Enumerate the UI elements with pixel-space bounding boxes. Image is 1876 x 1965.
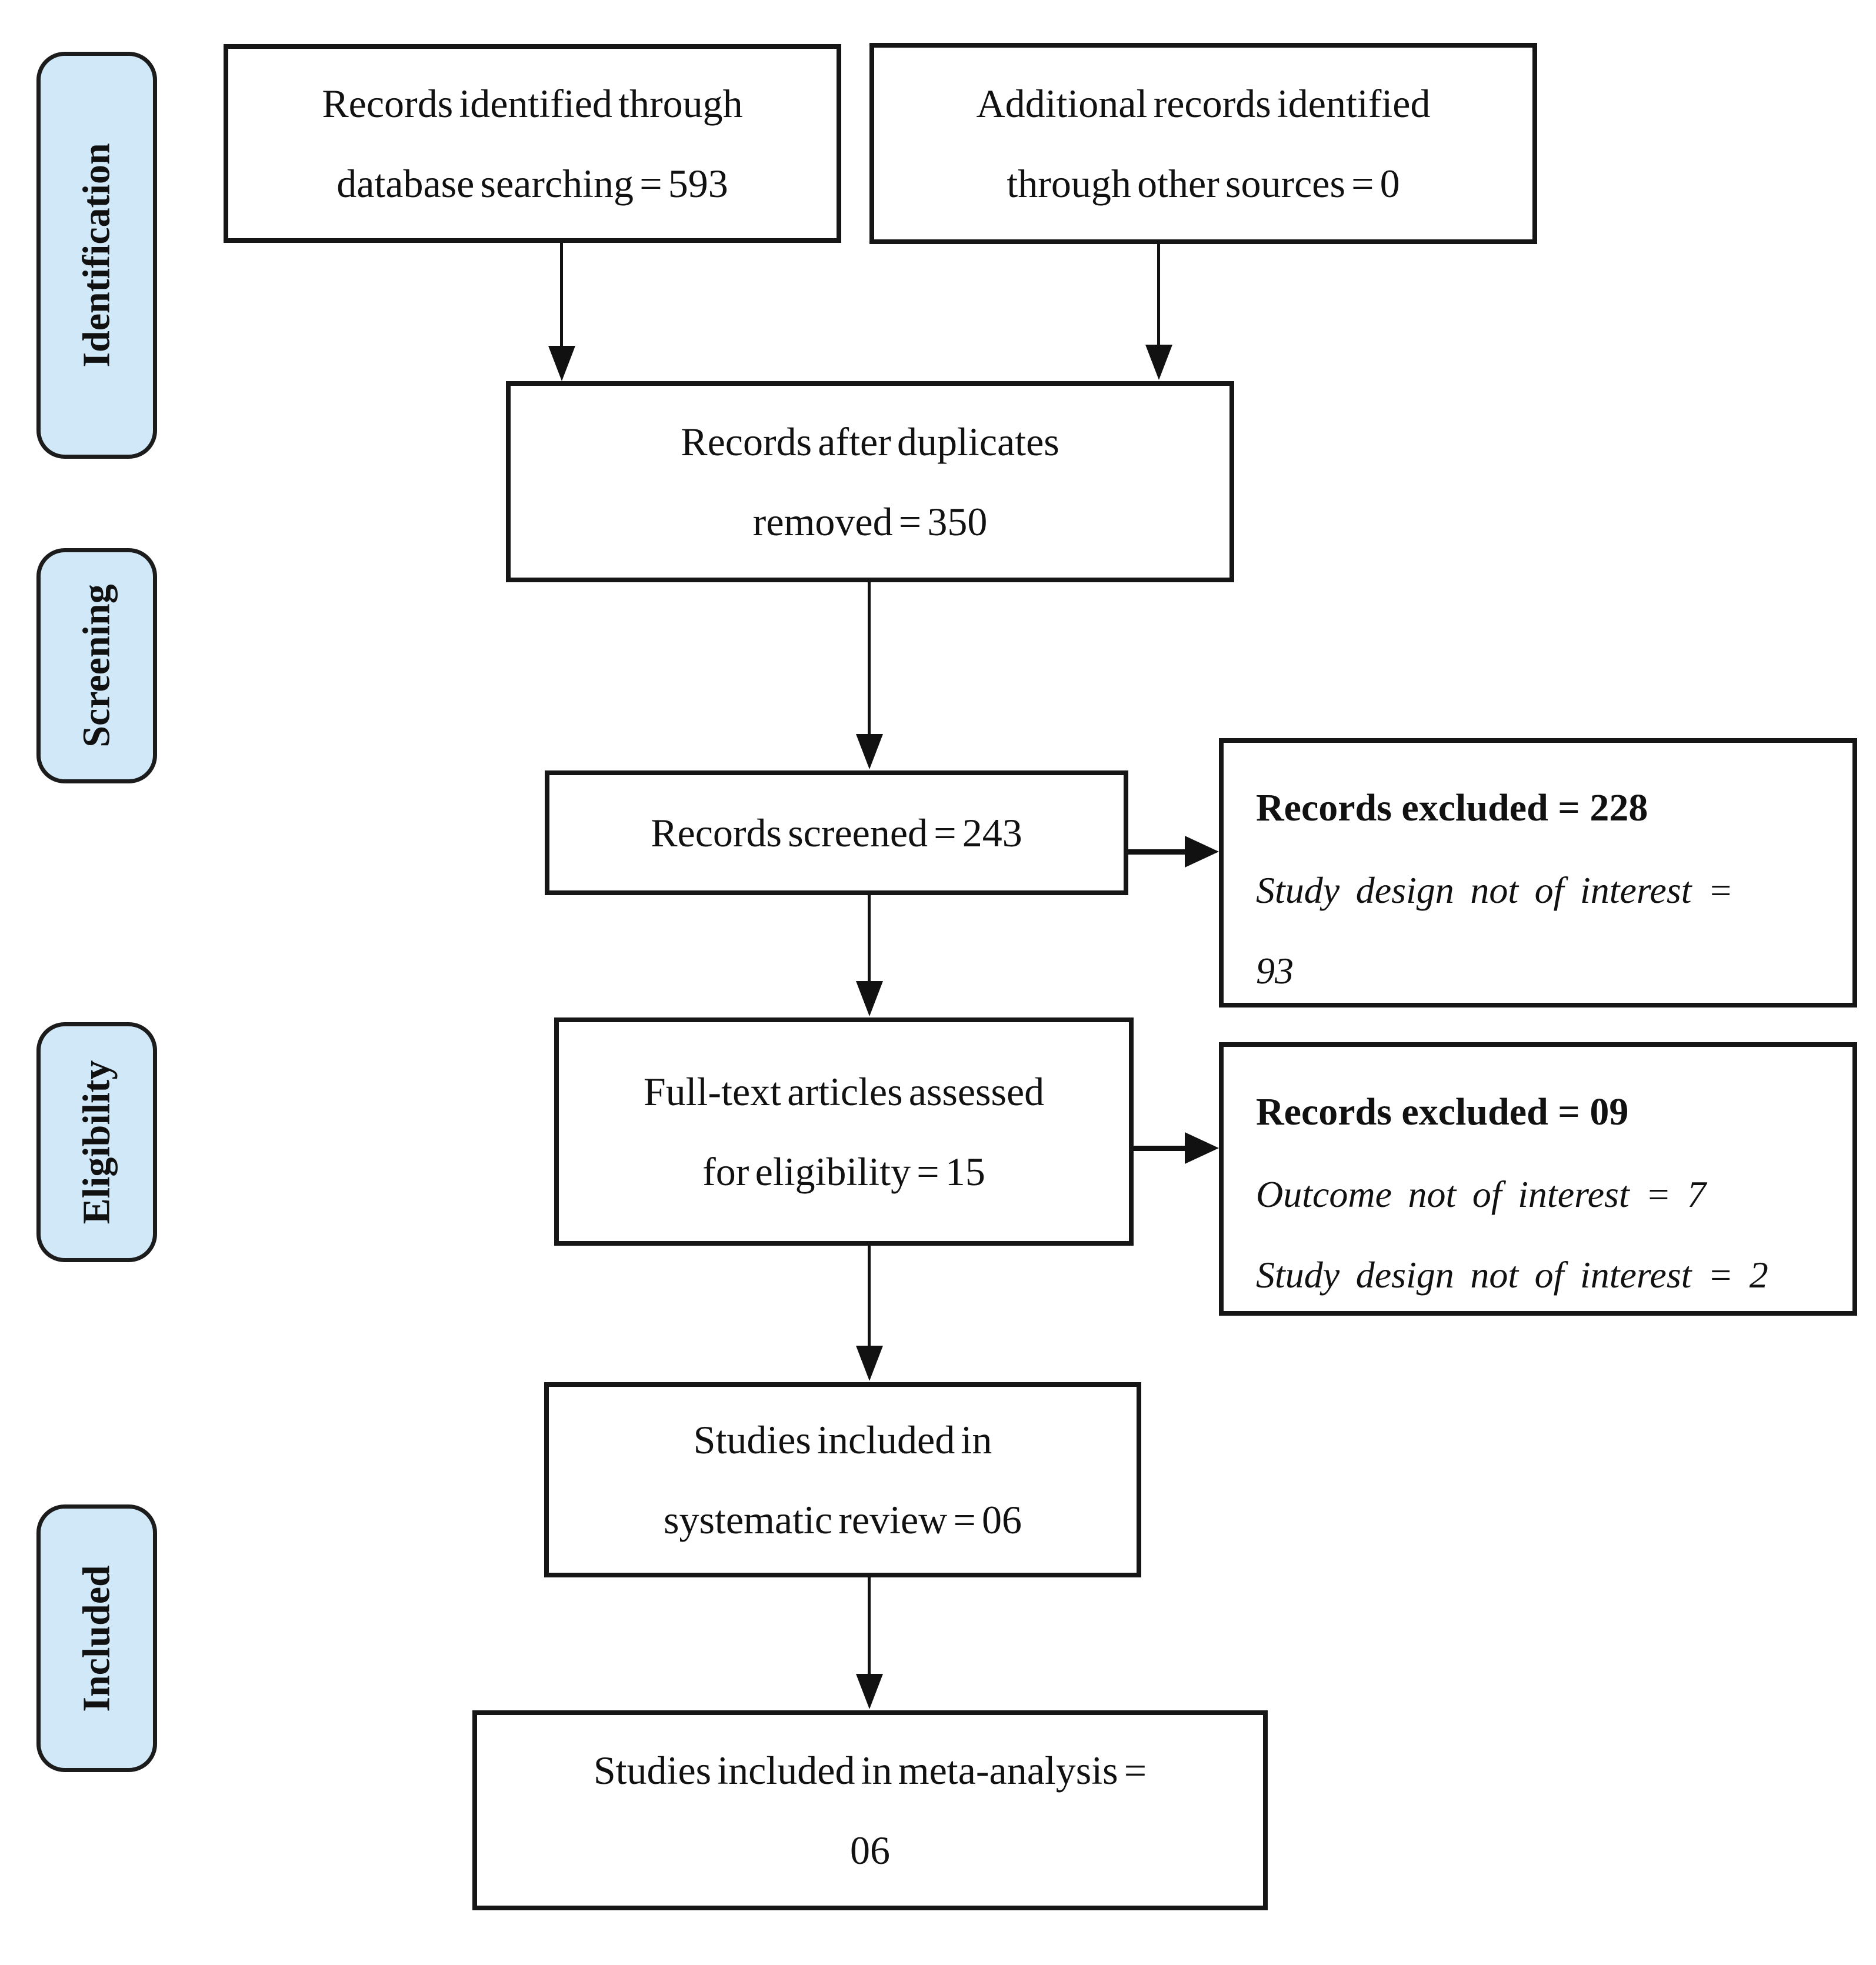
box-included-systematic-review-line2: systematic review = 06 — [664, 1497, 1022, 1542]
box-records-after-duplicates: Records after duplicates removed = 350 — [506, 381, 1234, 582]
arrow-othersources-to-duplicates-shaft — [1157, 244, 1160, 348]
stage-label-included-text: Included — [75, 1564, 118, 1712]
arrow-fulltext-to-excluded-shaft — [1134, 1146, 1188, 1151]
stage-label-screening: Screening — [36, 548, 157, 783]
arrow-screened-to-excluded-head — [1185, 836, 1219, 868]
box-additional-records-other-sources-line1: Additional records identified — [976, 81, 1431, 126]
box-records-screened-line1: Records screened = 243 — [651, 810, 1022, 855]
stage-label-screening-text: Screening — [75, 584, 118, 748]
box-records-identified-database-line2: database searching = 593 — [336, 161, 728, 206]
box-records-excluded-fulltext-reason-line1: Outcome not of interest = 7 — [1256, 1173, 1706, 1215]
box-fulltext-assessed-line2: for eligibility = 15 — [702, 1149, 985, 1194]
arrow-fulltext-to-systematic-shaft — [868, 1246, 871, 1348]
arrow-fulltext-to-excluded-head — [1185, 1132, 1219, 1164]
box-included-meta-analysis: Studies included in meta-analysis = 06 — [472, 1710, 1268, 1910]
arrow-dbsearch-to-duplicates-shaft — [560, 243, 563, 349]
box-additional-records-other-sources-line2: through other sources = 0 — [1007, 161, 1400, 206]
stage-label-eligibility-text: Eligibility — [75, 1060, 118, 1225]
box-records-excluded-screening-title: Records excluded = 228 — [1256, 786, 1648, 829]
arrow-othersources-to-duplicates-head — [1145, 345, 1172, 380]
arrow-screened-to-fulltext-head — [856, 981, 883, 1016]
box-included-systematic-review-line1: Studies included in — [693, 1417, 992, 1462]
box-records-excluded-screening: Records excluded = 228 Study design not … — [1219, 738, 1857, 1007]
stage-label-included: Included — [36, 1504, 157, 1772]
box-records-screened: Records screened = 243 — [545, 770, 1128, 895]
box-records-excluded-fulltext-title: Records excluded = 09 — [1256, 1090, 1629, 1133]
box-records-excluded-fulltext-reason-line2: Study design not of interest = 2 — [1256, 1254, 1768, 1296]
arrow-screened-to-fulltext-shaft — [868, 895, 871, 983]
box-additional-records-other-sources: Additional records identified through ot… — [869, 43, 1537, 244]
arrow-systematic-to-meta-shaft — [868, 1577, 871, 1676]
box-included-systematic-review: Studies included in systematic review = … — [544, 1382, 1141, 1577]
box-records-identified-database: Records identified through database sear… — [224, 44, 841, 243]
box-included-meta-analysis-line2: 06 — [850, 1828, 890, 1873]
box-included-meta-analysis-line1: Studies included in meta-analysis = — [593, 1748, 1147, 1793]
box-fulltext-assessed-line1: Full-text articles assessed — [643, 1069, 1045, 1114]
box-records-identified-database-line1: Records identified through — [322, 81, 743, 126]
stage-label-eligibility: Eligibility — [36, 1022, 157, 1262]
box-records-after-duplicates-line1: Records after duplicates — [681, 419, 1059, 464]
box-records-excluded-fulltext: Records excluded = 09 Outcome not of int… — [1219, 1042, 1857, 1316]
arrow-fulltext-to-systematic-head — [856, 1346, 883, 1381]
arrow-systematic-to-meta-head — [856, 1674, 883, 1709]
arrow-screened-to-excluded-shaft — [1128, 849, 1187, 855]
stage-label-identification: Identification — [36, 52, 157, 459]
box-records-excluded-screening-reason-line1: Study design not of interest = — [1256, 869, 1734, 911]
arrow-duplicates-to-screened-head — [856, 734, 883, 769]
box-records-after-duplicates-line2: removed = 350 — [752, 499, 988, 544]
box-records-excluded-screening-reason-line2: 93 — [1256, 950, 1294, 992]
box-fulltext-assessed: Full-text articles assessed for eligibil… — [554, 1017, 1134, 1246]
arrow-dbsearch-to-duplicates-head — [548, 346, 575, 381]
stage-label-identification-text: Identification — [75, 143, 118, 368]
arrow-duplicates-to-screened-shaft — [868, 582, 871, 736]
